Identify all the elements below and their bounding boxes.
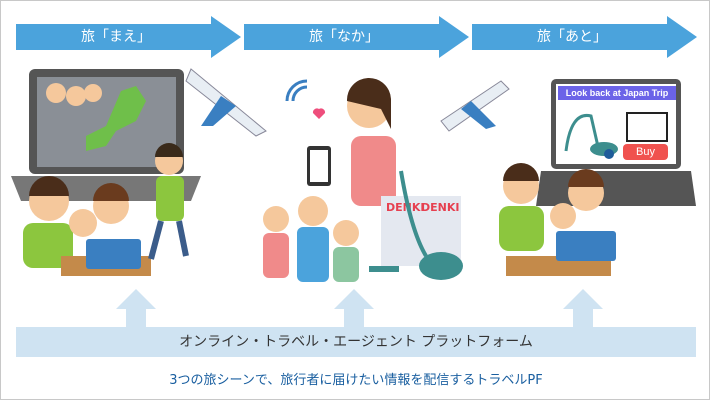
stage-label: 旅「なか」 (309, 29, 379, 45)
svg-text:DENKI: DENKI (421, 201, 459, 214)
stage-label: 旅「まえ」 (81, 29, 151, 45)
stage-label: 旅「あと」 (537, 29, 607, 45)
family-left-illustration (23, 143, 189, 276)
up-arrow-icon (116, 289, 156, 329)
screen-title: Look back at Japan Trip (558, 86, 676, 100)
stage-arrow-during: 旅「なか」 (244, 16, 474, 58)
platform-bar: オンライン・トラベル・エージェント プラットフォーム (16, 327, 696, 357)
store-sign: DENKI (386, 201, 424, 214)
stage-arrow-after: 旅「あと」 (472, 16, 702, 58)
up-arrow-icon (563, 289, 603, 329)
stage-arrow-before: 旅「まえ」 (16, 16, 246, 58)
buy-button: Buy (623, 144, 668, 160)
airplane-icon (185, 68, 510, 137)
caption: 3つの旅シーンで、旅行者に届けたい情報を配信するトラベルPF (169, 373, 543, 388)
traveler-center-illustration: DENKI DENKI (263, 77, 463, 282)
up-arrow-icon (334, 289, 374, 329)
illustrations: DENKI DENKI (11, 68, 696, 282)
laptop-right-illustration (499, 79, 696, 276)
